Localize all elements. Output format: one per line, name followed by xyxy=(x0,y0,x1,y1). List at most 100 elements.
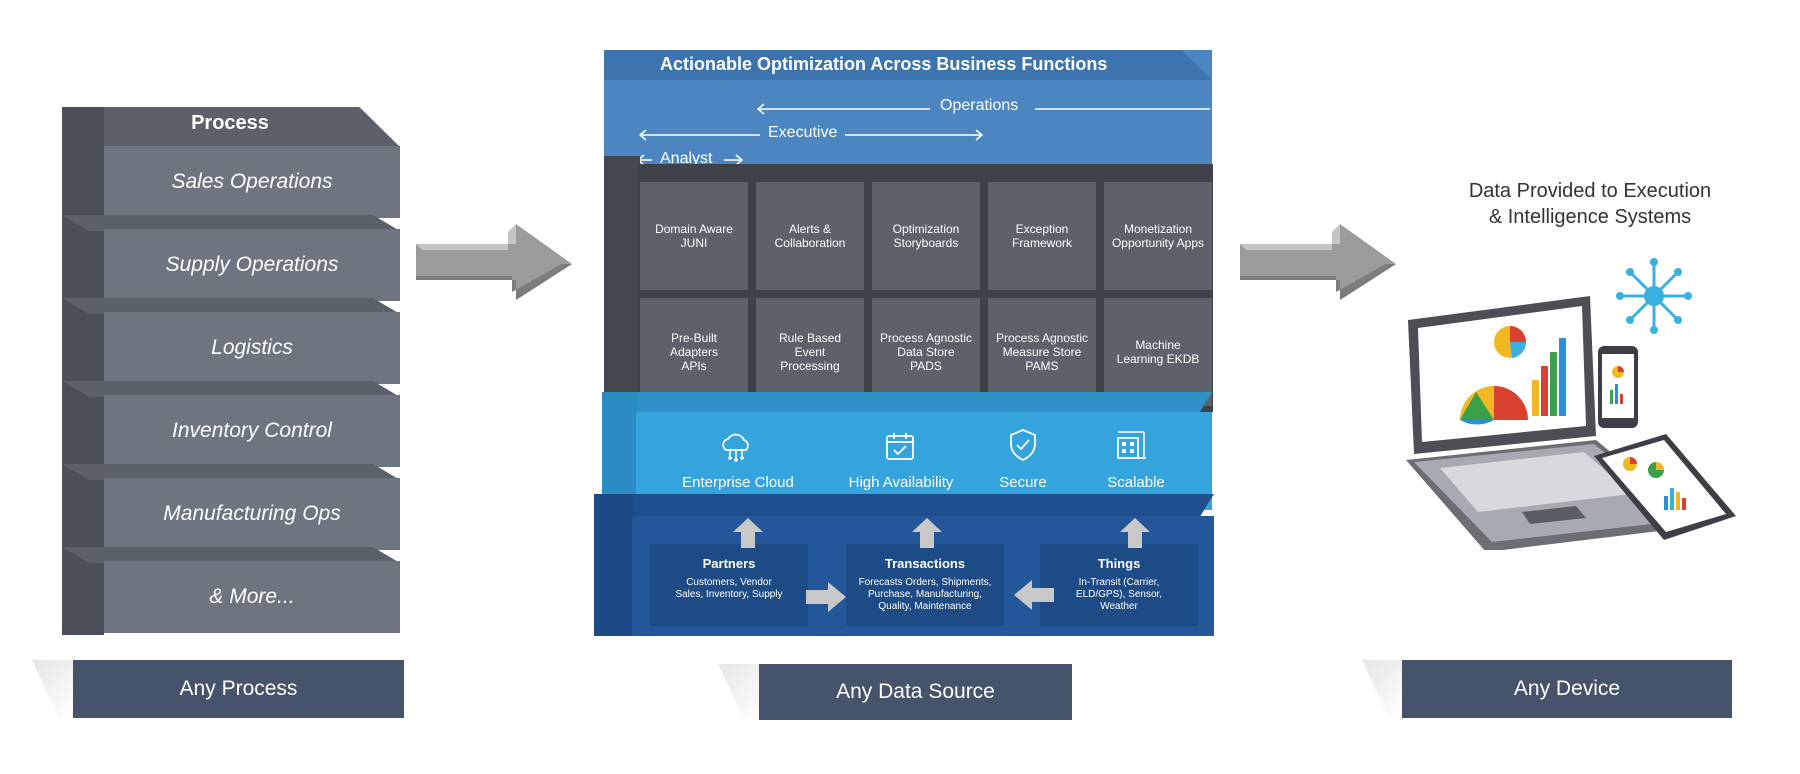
process-stack-cap xyxy=(62,107,400,147)
module-line: PAMS xyxy=(1025,359,1059,373)
process-item-top xyxy=(62,215,400,231)
process-item: Manufacturing Ops xyxy=(62,464,400,550)
module-line: PADS xyxy=(910,359,942,373)
process-item-label: & More... xyxy=(104,561,400,633)
source-line: Forecasts Orders, Shipments, xyxy=(858,577,992,588)
module-line: Adapters xyxy=(669,345,719,359)
source-things: Things In-Transit (Carrier, ELD/GPS), Se… xyxy=(1040,544,1198,626)
source-band-side xyxy=(594,494,634,636)
module-line: Opportunity Apps xyxy=(1111,236,1205,250)
role-analyst: Analyst xyxy=(660,150,713,167)
module-line: JUNI xyxy=(680,236,708,250)
role-operations: Operations xyxy=(940,97,1019,114)
optimization-band-title: Actionable Optimization Across Business … xyxy=(660,54,1108,74)
module-line: Machine xyxy=(1135,338,1181,352)
any-device-label: Any Device xyxy=(1402,660,1732,718)
cloud-icon xyxy=(722,433,749,462)
module-alerts-collaboration: Alerts &Collaboration xyxy=(756,182,864,290)
process-item: Logistics xyxy=(62,298,400,384)
scalable-building-icon xyxy=(1117,431,1146,459)
tablet-icon xyxy=(1594,434,1736,540)
source-line: Weather xyxy=(1100,601,1138,612)
module-line: Processing xyxy=(780,359,840,373)
module-line: Alerts & xyxy=(788,222,831,236)
label-shadow xyxy=(32,660,76,718)
up-arrow-icon xyxy=(733,518,763,548)
any-data-source-label: Any Data Source xyxy=(759,664,1072,720)
module-line: Process Agnostic xyxy=(995,331,1089,345)
phone-icon xyxy=(1598,346,1638,428)
module-line: Collaboration xyxy=(774,236,846,250)
process-item-label: Manufacturing Ops xyxy=(104,478,400,550)
process-item-label: Inventory Control xyxy=(104,395,400,467)
module-line: Exception xyxy=(1015,222,1069,236)
module-line: Framework xyxy=(1011,236,1072,250)
up-arrow-icon xyxy=(1120,518,1150,548)
process-item-top xyxy=(62,381,400,397)
process-item-label: Sales Operations xyxy=(104,146,400,218)
optimization-band-top xyxy=(604,50,1212,80)
process-item: Sales Operations xyxy=(62,132,400,218)
device-title-line2: & Intelligence Systems xyxy=(1488,206,1692,228)
source-title: Partners xyxy=(702,556,756,571)
module-grid-side xyxy=(604,156,640,412)
up-arrow-icon xyxy=(912,518,942,548)
role-executive: Executive xyxy=(768,124,838,141)
left-arrow-icon xyxy=(1014,580,1054,610)
network-burst-icon xyxy=(1616,258,1692,334)
process-item-top xyxy=(62,547,400,563)
label-shadow xyxy=(718,664,762,720)
process-item-label: Logistics xyxy=(104,312,400,384)
source-line: Quality, Maintenance xyxy=(878,601,972,612)
shield-check-icon xyxy=(1010,429,1036,462)
module-line: Process Agnostic xyxy=(879,331,973,345)
right-arrow-icon xyxy=(806,582,846,612)
module-line: Monetization xyxy=(1123,222,1193,236)
role-arrows xyxy=(636,103,1210,166)
module-line: APIs xyxy=(681,359,707,373)
source-line: ELD/GPS), Sensor, xyxy=(1075,589,1163,600)
process-item-top xyxy=(62,298,400,314)
feature-band xyxy=(636,412,1212,510)
device-title: Data Provided to Execution & Intelligenc… xyxy=(1420,178,1760,230)
process-item-label: Supply Operations xyxy=(104,229,400,301)
module-line: Domain Aware xyxy=(655,222,733,236)
source-title: Things xyxy=(1097,556,1141,571)
process-item: Supply Operations xyxy=(62,215,400,301)
source-detail: In-Transit (Carrier, ELD/GPS), Sensor, W… xyxy=(1040,577,1198,613)
module-line: Pre-Built xyxy=(670,331,717,345)
module-line: Event xyxy=(794,345,826,359)
process-item-top xyxy=(62,464,400,480)
feature-band-side xyxy=(602,392,638,510)
feature-enterprise-cloud: Enterprise Cloud xyxy=(682,474,794,491)
device-title-line1: Data Provided to Execution xyxy=(1468,180,1712,202)
source-line: Purchase, Manufacturing, xyxy=(868,589,982,600)
module-line: Measure Store xyxy=(1002,345,1082,359)
right-arrow-icon xyxy=(1240,224,1396,300)
module-line: Learning EKDB xyxy=(1116,352,1200,366)
source-detail: Customers, Vendor Sales, Inventory, Supp… xyxy=(650,577,808,601)
module-line: Storyboards xyxy=(893,236,959,250)
label-shadow xyxy=(1362,660,1406,718)
module-line: Data Store xyxy=(897,345,955,359)
feature-secure: Secure xyxy=(999,474,1047,491)
source-detail: Forecasts Orders, Shipments, Purchase, M… xyxy=(846,577,1004,613)
source-partners: Partners Customers, Vendor Sales, Invent… xyxy=(650,544,808,626)
any-process-label: Any Process xyxy=(73,660,404,718)
right-arrow-icon xyxy=(416,224,572,300)
process-item: & More... xyxy=(62,547,400,633)
source-title: Transactions xyxy=(884,556,966,571)
module-line: Rule Based xyxy=(778,331,842,345)
source-line: In-Transit (Carrier, xyxy=(1078,577,1160,588)
process-title: Process xyxy=(191,112,269,134)
source-transactions: Transactions Forecasts Orders, Shipments… xyxy=(846,544,1004,626)
source-line: Sales, Inventory, Supply xyxy=(675,589,783,600)
